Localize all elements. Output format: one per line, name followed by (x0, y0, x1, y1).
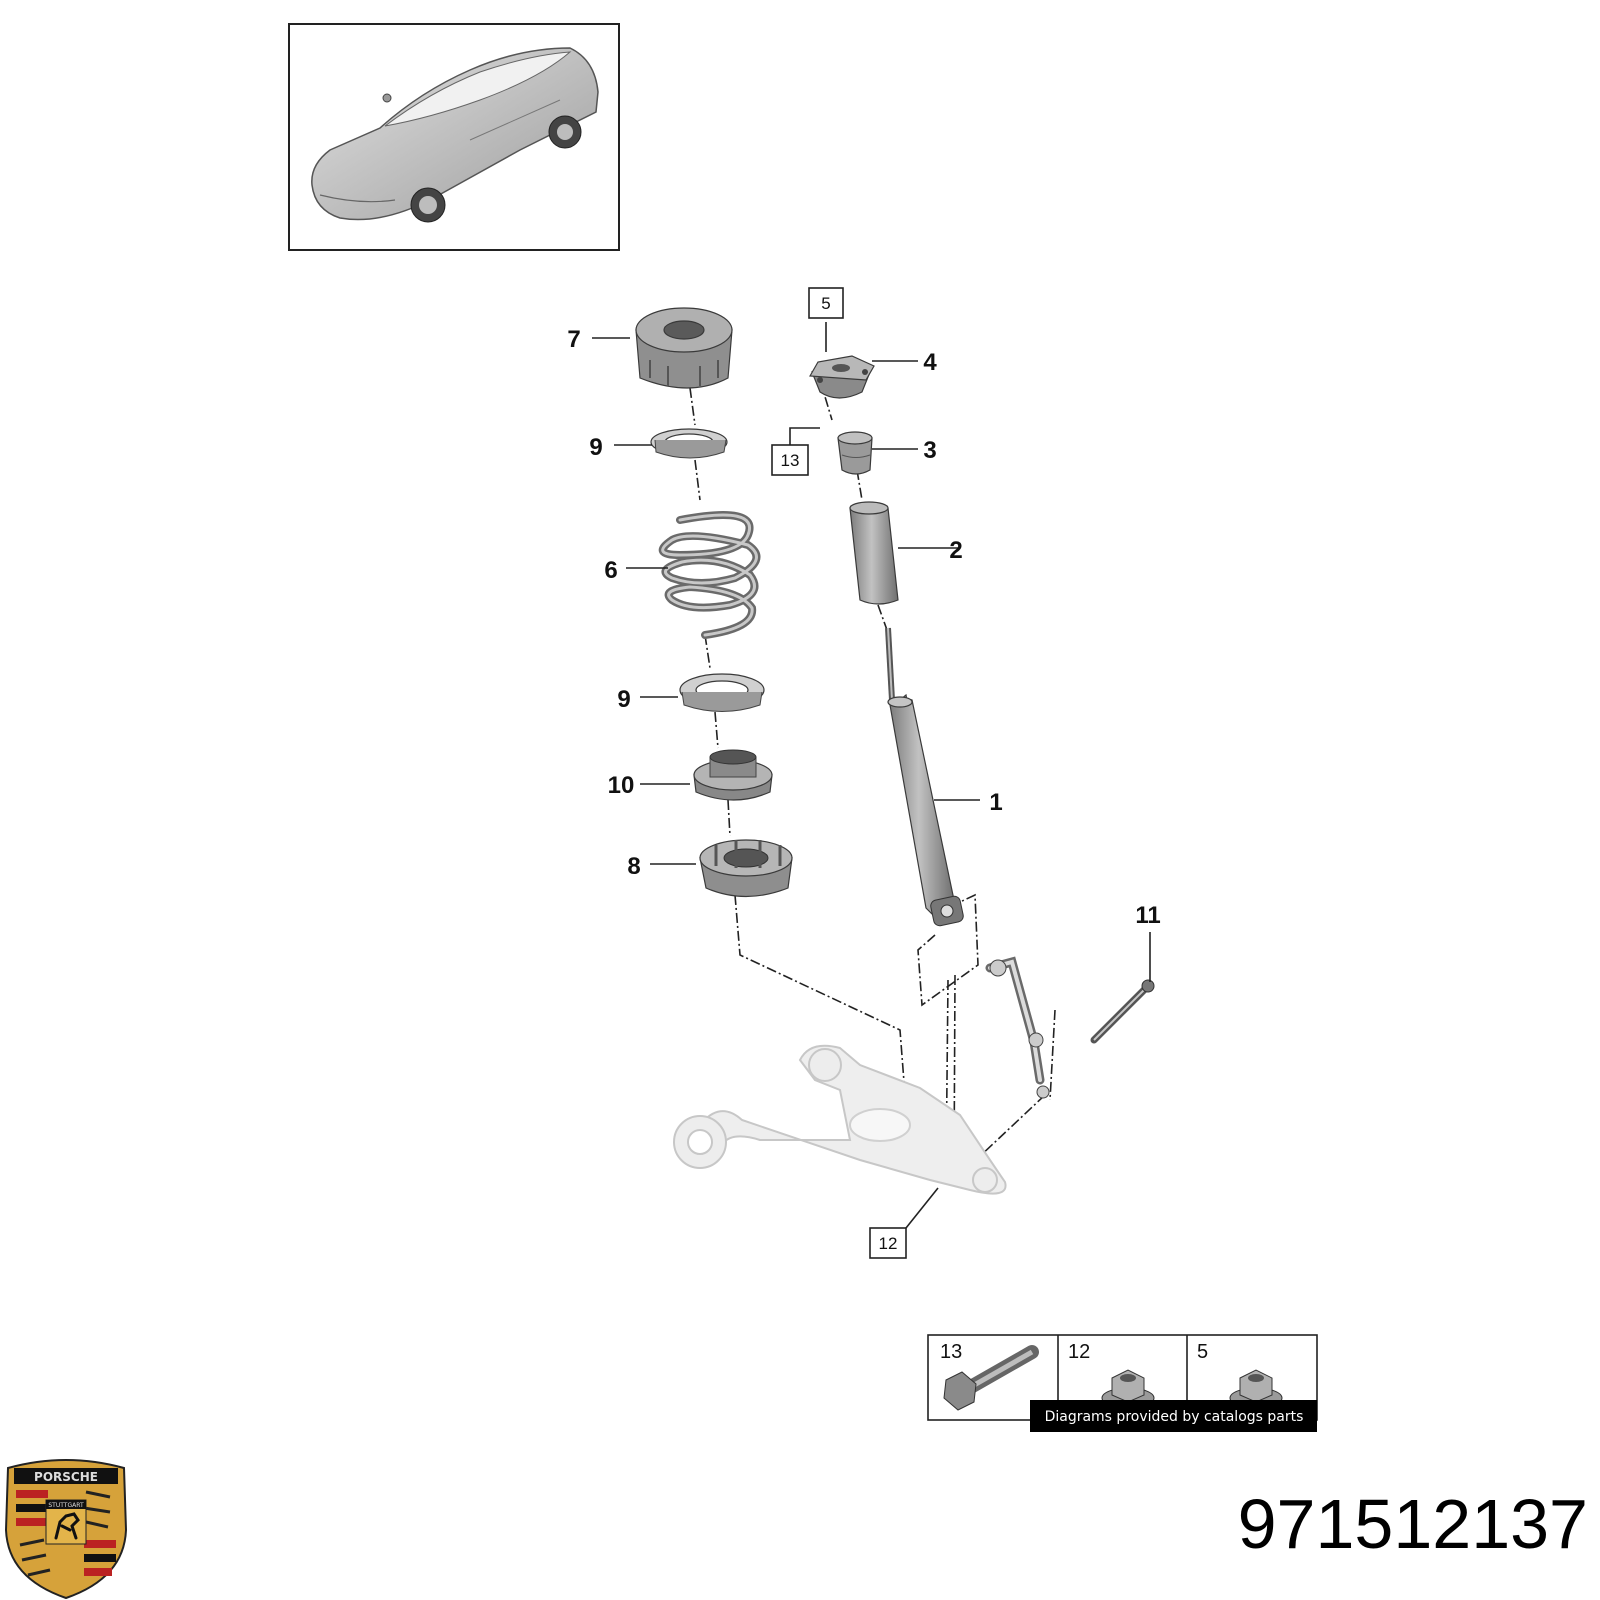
credit-text: Diagrams provided by catalogs parts (1045, 1409, 1304, 1425)
svg-text:12: 12 (879, 1234, 898, 1253)
coil-spring (658, 511, 761, 639)
callout-1: 1 (989, 789, 1002, 816)
legend-id-13: 13 (940, 1341, 962, 1363)
car-overview (288, 23, 620, 251)
callout-labels: 7 9 6 9 10 8 4 3 2 1 11 5 13 12 (567, 287, 1161, 1259)
svg-text:13: 13 (781, 451, 800, 470)
lower-spring-pad (679, 673, 765, 712)
callout-9-lower: 9 (617, 686, 630, 713)
svg-text:5: 5 (821, 294, 830, 313)
bump-stop (837, 431, 873, 475)
dust-boot (849, 501, 899, 605)
part-number: 971512137 (1238, 1485, 1588, 1563)
callout-7: 7 (567, 326, 580, 353)
callout-10: 10 (608, 772, 635, 799)
shock-absorber (885, 627, 964, 927)
callout-3: 3 (923, 437, 936, 464)
crest-brand: PORSCHE (34, 1470, 98, 1484)
callout-12-box: 12 (869, 1227, 907, 1259)
callout-6: 6 (604, 557, 617, 584)
strut-top-mount (809, 355, 875, 399)
credit-banner (1030, 1400, 1317, 1432)
spring-seat (693, 749, 773, 801)
callout-13-box: 13 (771, 444, 809, 476)
callout-11: 11 (1135, 902, 1160, 929)
callout-4: 4 (923, 349, 937, 376)
callout-8: 8 (627, 853, 640, 880)
legend-id-12: 12 (1068, 1341, 1090, 1363)
fastener-legend: 13 12 5 Diagrams provided by catalogs pa… (927, 1334, 1318, 1432)
upper-spring-pad (650, 428, 728, 459)
bolt-icon (943, 1345, 1039, 1411)
callout-9-upper: 9 (589, 434, 602, 461)
crest-city: STUTTGART (48, 1502, 84, 1509)
lower-control-arm (673, 1044, 1007, 1195)
lower-spring-mount (699, 839, 793, 898)
long-bolt (1090, 979, 1155, 1044)
callout-5-box: 5 (808, 287, 844, 319)
top-spring-mount (635, 307, 733, 389)
car-illustration (311, 47, 599, 223)
callout-2: 2 (949, 537, 962, 564)
stabilizer-link (985, 956, 1050, 1099)
legend-id-5: 5 (1197, 1341, 1208, 1363)
leader-lines (592, 322, 1151, 1229)
porsche-crest-icon: PORSCHE STUTTGART (4, 1459, 128, 1600)
